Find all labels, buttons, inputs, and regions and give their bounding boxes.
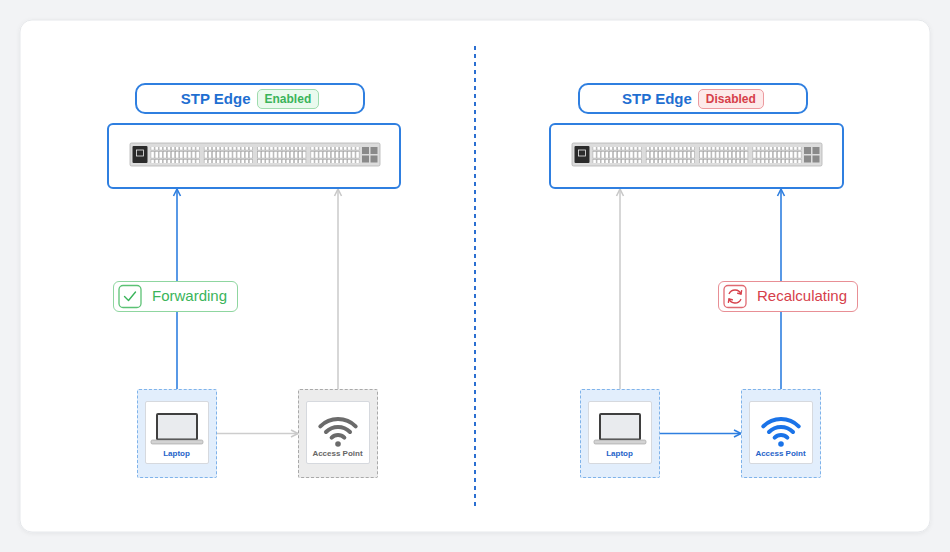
switch-illustration	[130, 143, 380, 166]
status-text: Disabled	[706, 92, 756, 106]
device-card: Laptop	[588, 401, 652, 464]
device-card: Access Point	[749, 401, 813, 464]
check-icon	[119, 286, 141, 308]
status-badge: Enabled	[257, 89, 320, 109]
laptop-icon	[594, 413, 646, 444]
laptop-icon	[151, 413, 203, 444]
setting-pill: STP Edge Disabled	[578, 83, 808, 114]
panel-card	[20, 20, 930, 532]
device-card: Access Point	[306, 401, 370, 464]
switch-box	[549, 123, 844, 189]
switch-box	[107, 123, 401, 189]
connector-arrow	[660, 433, 741, 435]
status-text: Enabled	[265, 92, 312, 106]
connector-arrow	[780, 189, 782, 389]
connector-arrow	[619, 189, 621, 389]
setting-title: STP Edge	[622, 90, 692, 107]
device-card: Laptop	[145, 401, 209, 464]
device-name: Laptop	[606, 449, 633, 458]
setting-pill: STP Edge Enabled	[135, 83, 365, 114]
connector-arrow	[217, 433, 298, 435]
device-box: Access Point	[741, 389, 821, 478]
wifi-icon	[763, 419, 798, 447]
switch-illustration	[572, 143, 822, 166]
connector-arrow	[176, 189, 178, 389]
setting-title: STP Edge	[181, 90, 251, 107]
device-box: Access Point	[298, 389, 378, 478]
status-badge: Disabled	[698, 89, 764, 109]
connector-arrow	[337, 189, 339, 389]
device-box: Laptop	[137, 389, 217, 478]
edge-state-label: Forwarding	[113, 281, 238, 312]
device-box: Laptop	[580, 389, 660, 478]
device-name: Access Point	[312, 449, 362, 458]
device-name: Access Point	[755, 449, 805, 458]
edge-state-label: Recalculating	[718, 281, 858, 312]
wifi-icon	[320, 419, 355, 447]
device-name: Laptop	[163, 449, 190, 458]
refresh-icon	[724, 286, 746, 308]
divider-line	[474, 46, 476, 506]
